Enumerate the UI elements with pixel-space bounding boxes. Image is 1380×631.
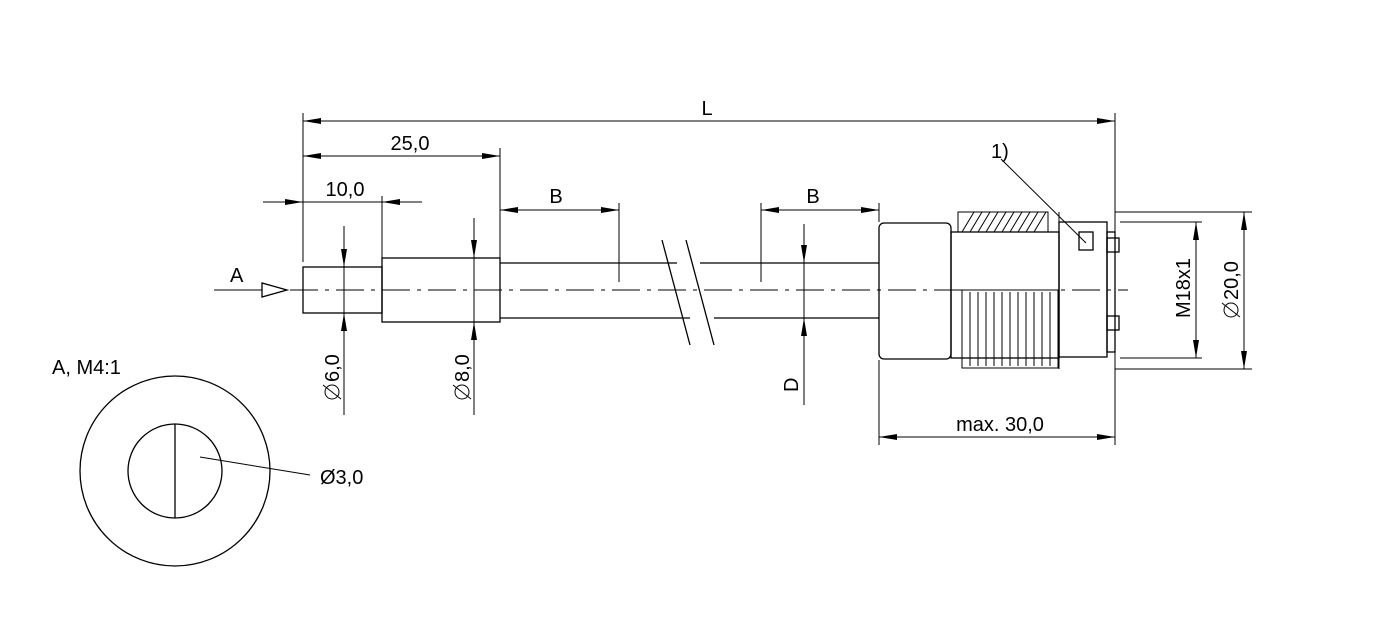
- detail-view-a: A, M4:1 Ø3,0: [52, 357, 363, 567]
- dimension-b-right: B: [761, 186, 879, 213]
- detail-outer-circle: [79, 375, 271, 567]
- dimension-l: L: [303, 98, 1115, 124]
- dia-20-label: 20,0: [1221, 261, 1243, 300]
- dimension-max-30: max. 30,0: [879, 414, 1115, 440]
- dia-8-label: 8,0: [452, 354, 474, 382]
- note-1-label: 1): [991, 141, 1009, 163]
- dimension-25-label: 25,0: [391, 133, 430, 155]
- dia-3-label: Ø3,0: [320, 467, 363, 489]
- dimension-b-left: B: [500, 186, 619, 213]
- dimension-dia-8: 8,0: [452, 218, 477, 415]
- dimension-m18: M18x1: [1120, 221, 1202, 359]
- nut-hatch: [961, 211, 1047, 233]
- connector: 1): [878, 141, 1120, 369]
- dimension-dia-6: 6,0: [322, 226, 347, 415]
- dimension-d: D: [781, 224, 807, 405]
- dim-d-label: D: [781, 378, 803, 392]
- dimension-10: 10,0: [263, 179, 422, 205]
- dimension-dia-20: 20,0: [1221, 212, 1247, 369]
- view-arrow-a: A: [214, 265, 290, 298]
- hollow-triangle-arrow-icon: [261, 282, 290, 298]
- dimension-25: 25,0: [303, 133, 500, 159]
- view-arrow-label: A: [230, 265, 244, 287]
- diameter-symbol-icon: [322, 384, 342, 400]
- dimension-10-label: 10,0: [326, 179, 365, 201]
- knurl-lines: [969, 292, 1051, 366]
- dimension-l-label: L: [701, 98, 712, 120]
- extension-lines: [302, 113, 1252, 445]
- dia-6-label: 6,0: [322, 354, 344, 382]
- max-30-label: max. 30,0: [956, 414, 1044, 436]
- dimension-b-left-label: B: [549, 186, 562, 208]
- thread-label: M18x1: [1173, 258, 1195, 318]
- dimension-b-right-label: B: [806, 186, 819, 208]
- probe-body: [302, 239, 879, 346]
- diameter-symbol-icon: [1221, 302, 1241, 318]
- diameter-symbol-icon: [452, 384, 472, 400]
- detail-view-label: A, M4:1: [52, 357, 121, 379]
